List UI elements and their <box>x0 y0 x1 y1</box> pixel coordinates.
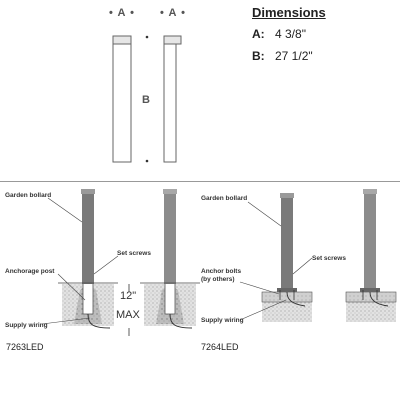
install-7264-plain <box>345 189 397 322</box>
dimension-a-value: 4 3/8" <box>275 27 306 41</box>
label-anchorage-post: Anchorage post <box>5 268 55 275</box>
model-7264: 7264LED <box>201 342 239 352</box>
height-marker-bottom-dot <box>145 159 149 163</box>
bollard-side-view <box>163 35 182 163</box>
label-garden-bollard-7263: Garden bollard <box>5 192 52 199</box>
depth-value: 12" <box>120 290 137 302</box>
install-7263-detailed <box>41 189 119 329</box>
install-7264-detailed <box>239 193 313 322</box>
height-marker-top-dot <box>145 35 149 39</box>
bollard-front-view <box>112 35 132 163</box>
depth-max: MAX <box>116 309 140 321</box>
bollard-elevation-drawing <box>112 35 182 163</box>
width-marker-side-label: A <box>168 7 178 19</box>
width-marker-front: • A • <box>109 7 135 19</box>
install-7263-plain <box>140 189 200 329</box>
width-marker-front-label: A <box>117 7 127 19</box>
dimension-b-value: 27 1/2" <box>275 49 313 63</box>
label-supply-wiring-7263: Supply wiring <box>5 322 48 329</box>
dimension-b-key: B: <box>252 49 265 63</box>
label-set-screws-7264: Set screws <box>312 255 346 262</box>
label-garden-bollard-7264: Garden bollard <box>201 195 248 202</box>
model-7263: 7263LED <box>6 342 44 352</box>
label-supply-wiring-7264: Supply wiring <box>201 317 244 324</box>
installation-drawings <box>41 189 397 336</box>
height-marker: B <box>142 94 150 106</box>
dimensions-heading: Dimensions <box>252 5 326 20</box>
label-set-screws-7263: Set screws <box>117 250 151 257</box>
width-marker-side: • A • <box>160 7 186 19</box>
label-anchor-bolts: Anchor bolts <box>201 268 242 275</box>
section-divider <box>0 181 400 182</box>
label-anchor-bolts-note: (by others) <box>201 276 235 283</box>
dimension-a-key: A: <box>252 27 265 41</box>
